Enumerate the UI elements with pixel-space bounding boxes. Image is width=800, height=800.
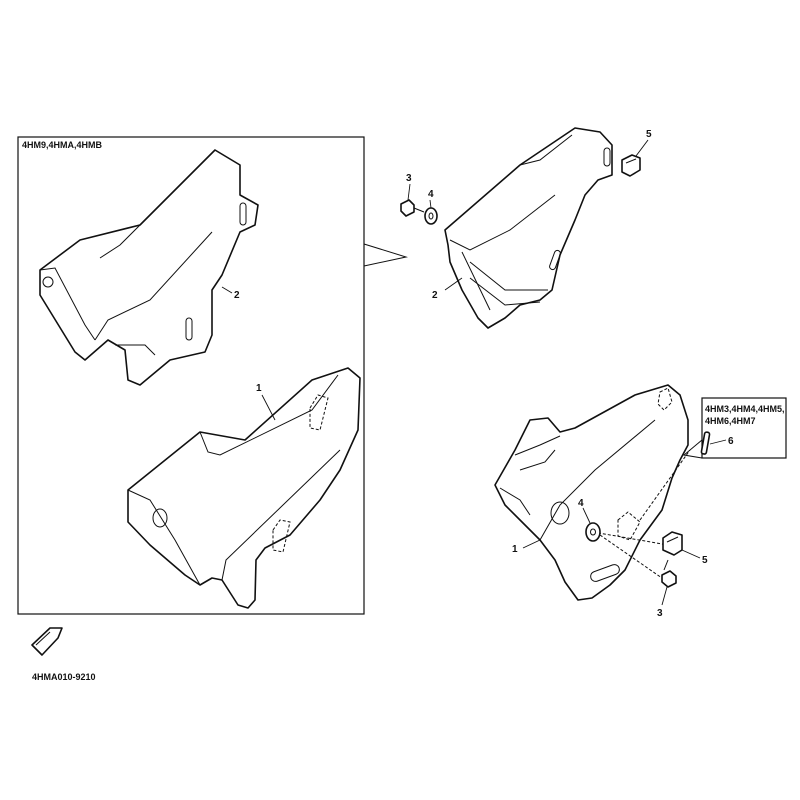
- variant-box-left: [17, 136, 365, 615]
- side-cover-lower-left: [127, 367, 361, 609]
- washer-exploded: [424, 207, 438, 225]
- leader-line: [681, 549, 701, 559]
- leader-line: [221, 286, 233, 294]
- callout-right-washer: 4: [578, 498, 584, 509]
- diagram-code: 4HMA010-9210: [32, 672, 96, 682]
- callout-exploded-grommet: 5: [646, 129, 652, 140]
- variant-label-left: 4HM9,4HMA,4HMB: [22, 140, 103, 150]
- side-cover-exploded-upper: [444, 127, 613, 329]
- callout-right-cover: 1: [512, 544, 518, 555]
- leader-line: [522, 539, 541, 549]
- pin: [700, 431, 711, 455]
- leader-line: [709, 439, 727, 445]
- leader-line: [261, 394, 276, 421]
- side-cover-upper-left: [39, 149, 259, 386]
- callout-exploded-bolt: 3: [406, 173, 412, 184]
- grommet-exploded: [621, 154, 641, 177]
- callout-exploded-washer: 4: [428, 189, 434, 200]
- callout-right-grommet: 5: [702, 555, 708, 566]
- variant-box-right: [701, 397, 787, 459]
- variant-pointer-right: [682, 439, 703, 459]
- leader-line: [407, 183, 411, 201]
- leader-line: [635, 139, 649, 157]
- variant-label-right-line2: 4HM6,4HM7: [705, 416, 756, 426]
- washer-right: [585, 522, 601, 542]
- front-direction-arrow-icon: [31, 627, 63, 656]
- callout-exploded-cover: 2: [432, 290, 438, 301]
- callout-left-cover-upper: 2: [234, 290, 240, 301]
- callout-left-cover-lower: 1: [256, 383, 262, 394]
- variant-label-right-line1: 4HM3,4HM4,4HM5,: [705, 404, 785, 414]
- leader-line: [444, 277, 463, 291]
- callout-right-bolt: 3: [657, 608, 663, 619]
- leader-line: [429, 199, 432, 209]
- bolt-exploded: [400, 199, 425, 217]
- grommet-right: [662, 531, 683, 556]
- side-cover-right: [494, 384, 691, 601]
- leader-line: [661, 586, 668, 606]
- bolt-right: [661, 559, 677, 588]
- leader-line: [582, 507, 591, 524]
- callout-right-pin: 6: [728, 436, 734, 447]
- variant-pointer: [363, 243, 408, 267]
